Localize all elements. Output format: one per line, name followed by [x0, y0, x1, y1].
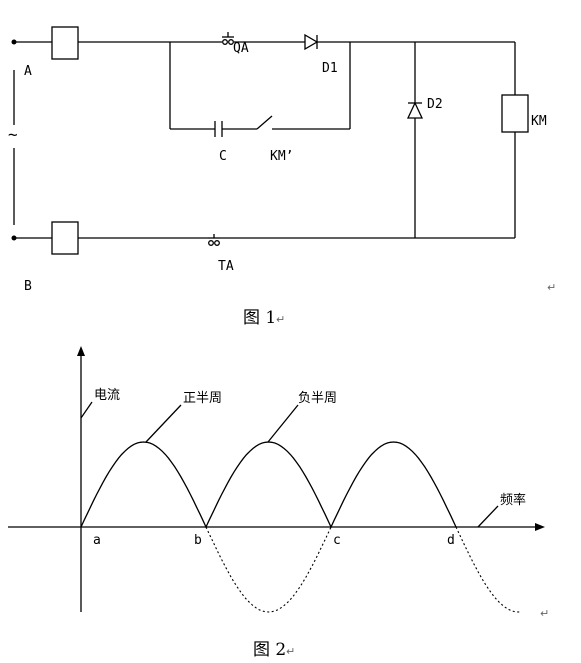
- rectified-wave-solid: [80, 441, 457, 529]
- label-d2: D2: [427, 97, 443, 112]
- label-neg-half: 负半周: [298, 391, 337, 406]
- label-b: B: [24, 279, 32, 294]
- label-km: KM: [531, 114, 547, 129]
- return-mark-2: ↵: [540, 607, 549, 620]
- fuse-a: [51, 26, 79, 60]
- circuit-diagram: A B ~ QA D1 D2 KM C KM’ TA ↵ 图 1 ↵: [8, 26, 556, 328]
- negative-half-dotted: [205, 526, 521, 613]
- caption-figure-1: 图 1: [243, 308, 276, 328]
- callout-frequency: [477, 505, 499, 528]
- ta-button-symbol: [208, 234, 220, 246]
- label-current: 电流: [94, 388, 120, 403]
- callout-pos-half: [145, 404, 182, 443]
- callout-current: [80, 401, 93, 419]
- label-d1: D1: [322, 61, 338, 76]
- label-km-prime: KM’: [270, 149, 293, 164]
- return-mark-cap2: ↵: [286, 645, 295, 658]
- label-c: C: [219, 149, 227, 164]
- return-mark-1: ↵: [547, 281, 556, 294]
- label-ta: TA: [218, 259, 234, 274]
- point-b: b: [194, 533, 202, 548]
- coil-km: [501, 94, 529, 133]
- label-qa: QA: [233, 41, 249, 56]
- label-a: A: [24, 64, 32, 79]
- y-axis-arrow: [77, 346, 85, 356]
- callout-neg-half: [267, 404, 299, 443]
- fuse-b: [51, 221, 79, 255]
- label-frequency: 频率: [500, 492, 526, 508]
- x-axis-arrow: [535, 523, 545, 531]
- point-d: d: [447, 533, 455, 548]
- diode-d2: [406, 101, 424, 119]
- capacitor-c: [214, 121, 223, 137]
- waveform-diagram: 电流 正半周 负半周 频率 a b c d ↵ 图 2 ↵: [8, 346, 549, 660]
- label-pos-half: 正半周: [183, 391, 222, 406]
- return-mark-cap1: ↵: [276, 313, 285, 326]
- point-c: c: [333, 533, 341, 548]
- diode-d1: [304, 33, 319, 51]
- qa-button-symbol: [222, 32, 234, 45]
- point-a: a: [93, 533, 101, 548]
- label-ac: ~: [8, 125, 18, 144]
- contact-km-prime: [256, 115, 273, 130]
- caption-figure-2: 图 2: [253, 640, 286, 660]
